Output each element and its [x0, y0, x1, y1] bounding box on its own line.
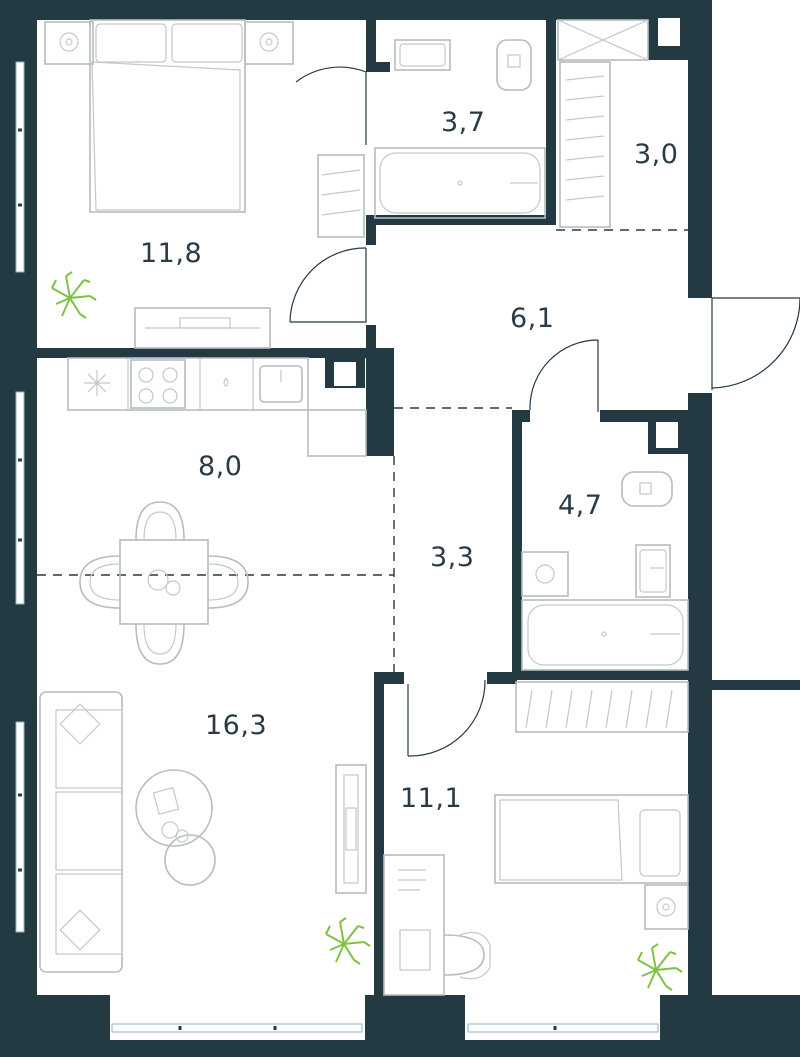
- dresser: [134, 307, 271, 349]
- door-bedroom-2: [407, 679, 486, 757]
- window-left-1: [15, 61, 25, 273]
- washing-machine: [521, 551, 569, 597]
- bathroom-2-fixtures: [521, 471, 689, 671]
- room-area-bedroom-2: 11,1: [400, 783, 463, 814]
- room-area-hallway: 6,1: [510, 303, 555, 334]
- kitchen-sink: [259, 365, 303, 403]
- towel-rail-1: [317, 154, 365, 238]
- desk-chair: [443, 934, 485, 976]
- toilet-1: [496, 39, 532, 91]
- double-bed: [89, 19, 246, 213]
- sink-1: [394, 39, 451, 71]
- window-bottom-1: [111, 1023, 363, 1033]
- sofa: [39, 691, 123, 973]
- nightstand-right: [244, 21, 294, 65]
- window-left-2: [15, 391, 25, 605]
- wardrobe-fixtures: [557, 19, 649, 228]
- living-room-furniture: [39, 691, 367, 973]
- windows: [15, 61, 659, 1033]
- doors: [289, 66, 800, 757]
- desk: [383, 854, 445, 996]
- room-area-kitchen: 8,0: [198, 451, 243, 482]
- closet-2: [515, 681, 689, 733]
- kitchen-fixtures: [67, 357, 367, 665]
- room-area-corridor: 3,3: [430, 542, 475, 573]
- window-bottom-2: [467, 1023, 659, 1033]
- clothes-rack: [559, 61, 611, 228]
- window-left-3: [15, 721, 25, 933]
- dining-table: [119, 539, 209, 625]
- chair: [135, 623, 185, 665]
- door-bathroom-2: [529, 339, 599, 412]
- bathroom-1-fixtures: [317, 39, 546, 238]
- bathtub-1: [374, 147, 546, 219]
- plant-icon: [637, 943, 683, 991]
- sink-2: [635, 544, 671, 598]
- chair: [207, 555, 249, 609]
- room-area-bathroom-2: 4,7: [558, 490, 603, 521]
- room-area-bedroom-1: 11,8: [140, 238, 203, 269]
- plant-icon: [51, 271, 97, 319]
- tv-unit: [335, 764, 367, 894]
- door-bedroom-1: [295, 66, 367, 145]
- bathtub-2: [521, 599, 689, 671]
- coffee-table: [135, 769, 213, 847]
- bedroom-1-furniture: [44, 19, 294, 349]
- zone-dividers: [37, 229, 688, 672]
- room-area-wardrobe: 3,0: [634, 139, 679, 170]
- plant-icon: [325, 917, 371, 965]
- nightstand-2: [644, 884, 689, 930]
- stove: [130, 359, 186, 409]
- chair: [79, 555, 121, 609]
- room-area-living-room: 16,3: [205, 710, 268, 741]
- nightstand-left: [44, 21, 94, 65]
- kitchen-counter: [67, 357, 309, 411]
- bedroom-2-furniture: [383, 681, 689, 996]
- toilet-2: [621, 471, 673, 507]
- door-hallway-bedroom: [289, 247, 367, 323]
- chair: [135, 501, 185, 541]
- room-area-bathroom-1: 3,7: [441, 107, 486, 138]
- door-entrance: [711, 297, 800, 390]
- single-bed: [494, 794, 689, 884]
